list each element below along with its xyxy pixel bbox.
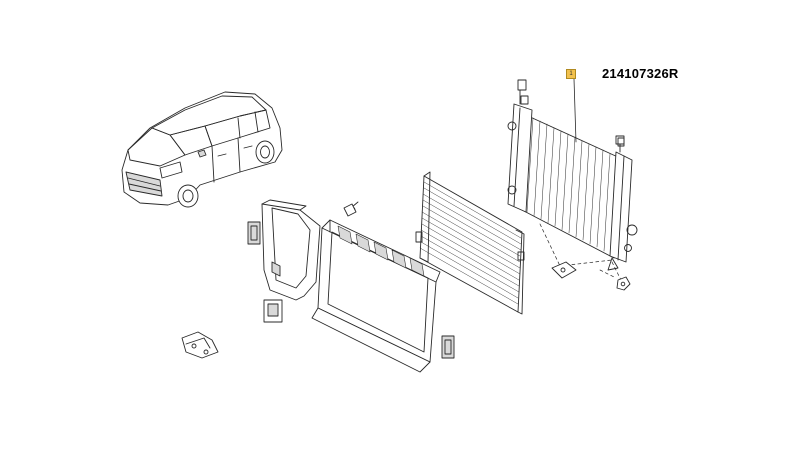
- air-deflector: [247, 199, 321, 301]
- callout-marker: 1: [566, 69, 576, 79]
- car-illustration: [121, 91, 283, 208]
- part-number-label: 214107326R: [602, 66, 679, 81]
- small-fittings: [343, 137, 625, 217]
- mounting-bracket: [181, 331, 219, 359]
- condenser: [415, 171, 525, 315]
- clip-part: [263, 299, 283, 323]
- radiator: [507, 79, 638, 291]
- callout-leader: [573, 78, 577, 143]
